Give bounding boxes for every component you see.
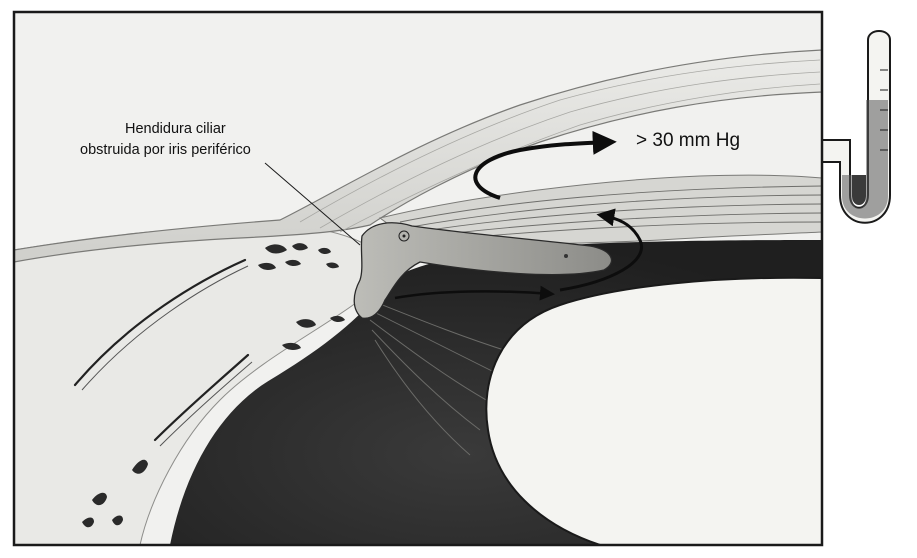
lens [486, 278, 822, 545]
manometer-u-tube-icon [822, 31, 890, 223]
cleft-label-line1: Hendidura ciliar [125, 121, 226, 137]
cleft-label-line2: obstruida por iris periférico [80, 142, 251, 158]
pressure-label: > 30 mm Hg [636, 130, 740, 151]
iris-root-dot [403, 235, 406, 238]
iris-tip-dot [564, 254, 568, 258]
